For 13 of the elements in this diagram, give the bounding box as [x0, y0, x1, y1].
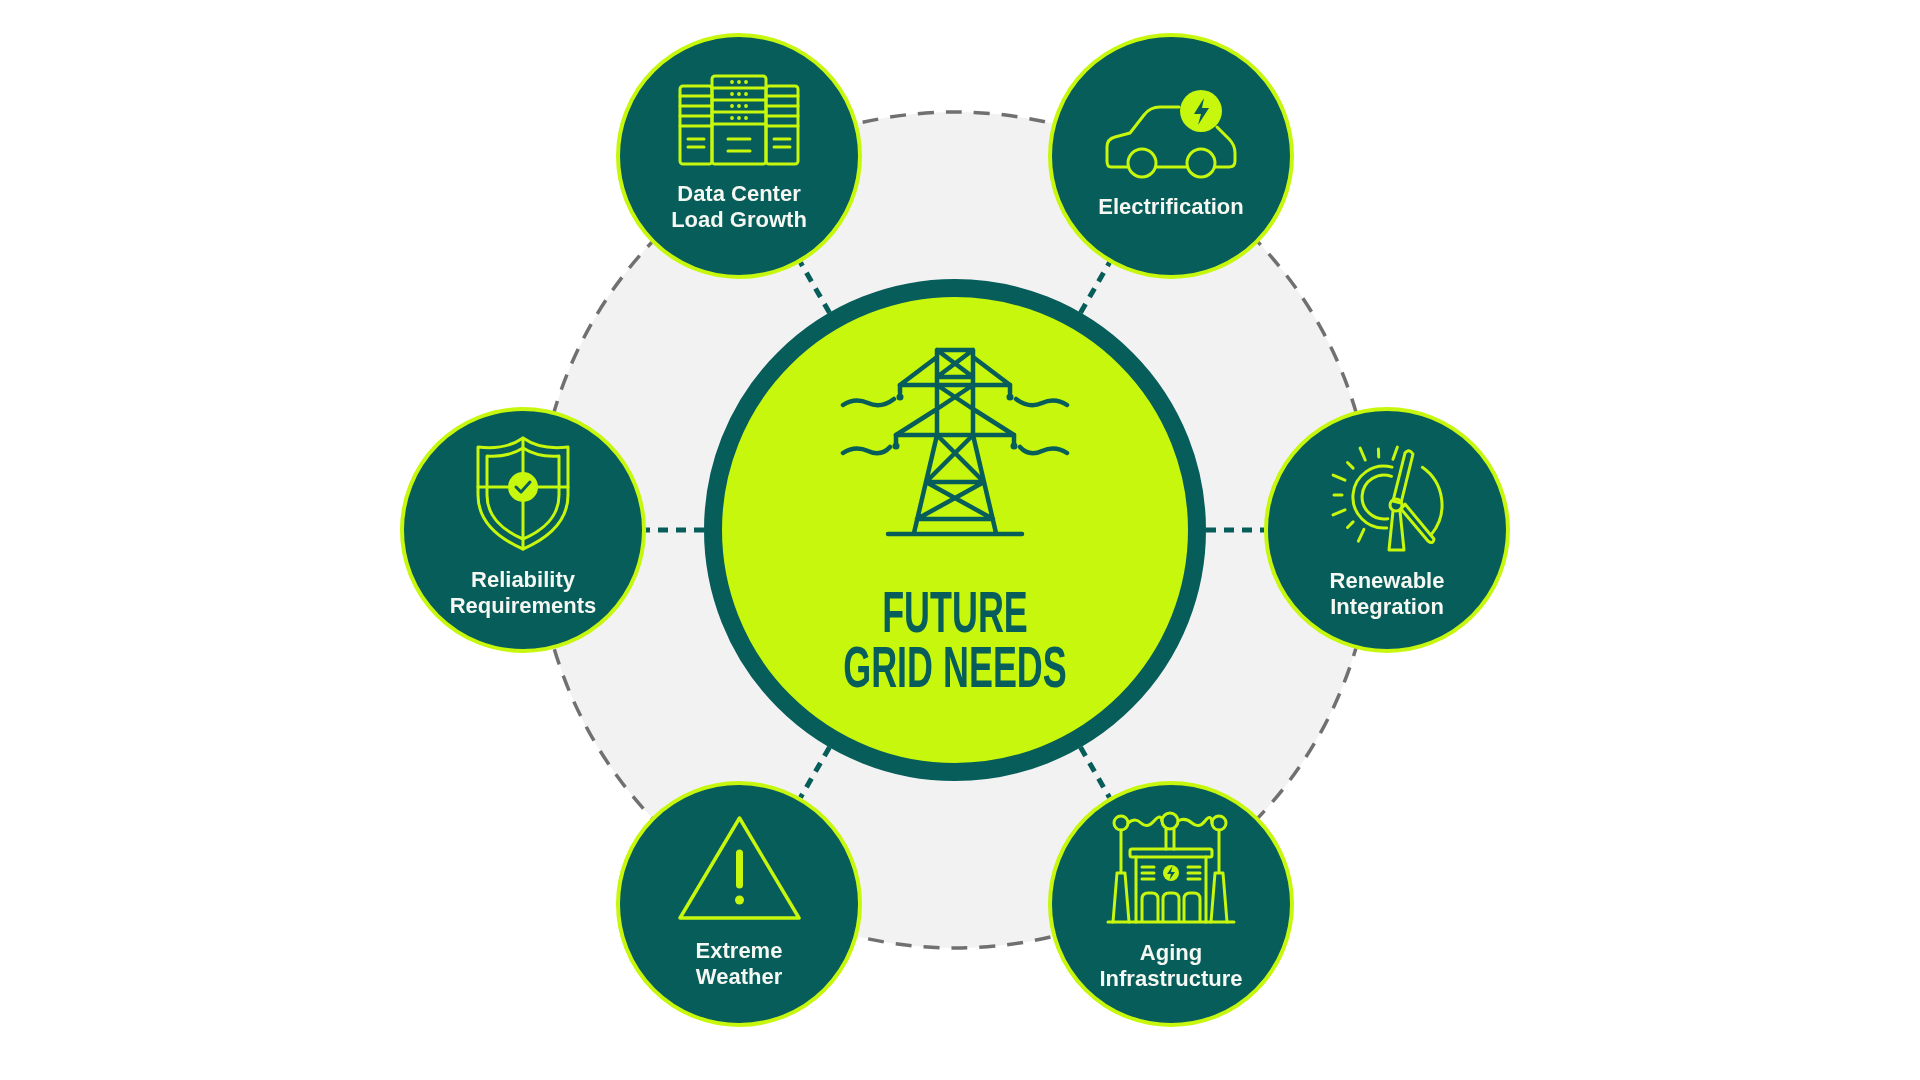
dashed-connector [798, 261, 832, 314]
topic-label: Electrification [1097, 193, 1245, 220]
topic-label: Aging Infrastructure [1098, 939, 1244, 992]
dashed-connector [798, 746, 832, 799]
dashed-connector [1206, 527, 1264, 533]
dashed-connector [1078, 746, 1112, 799]
topic-label: Extreme Weather [694, 937, 784, 990]
topic-label: Data Center Load Growth [670, 180, 808, 233]
topic-label: Reliability Requirements [448, 567, 598, 619]
topic-label: Renewable Integration [1328, 567, 1446, 620]
dashed-connector [646, 527, 704, 533]
hub-title: FUTURE GRID NEEDS [842, 585, 1068, 695]
dashed-connector [1078, 261, 1112, 314]
